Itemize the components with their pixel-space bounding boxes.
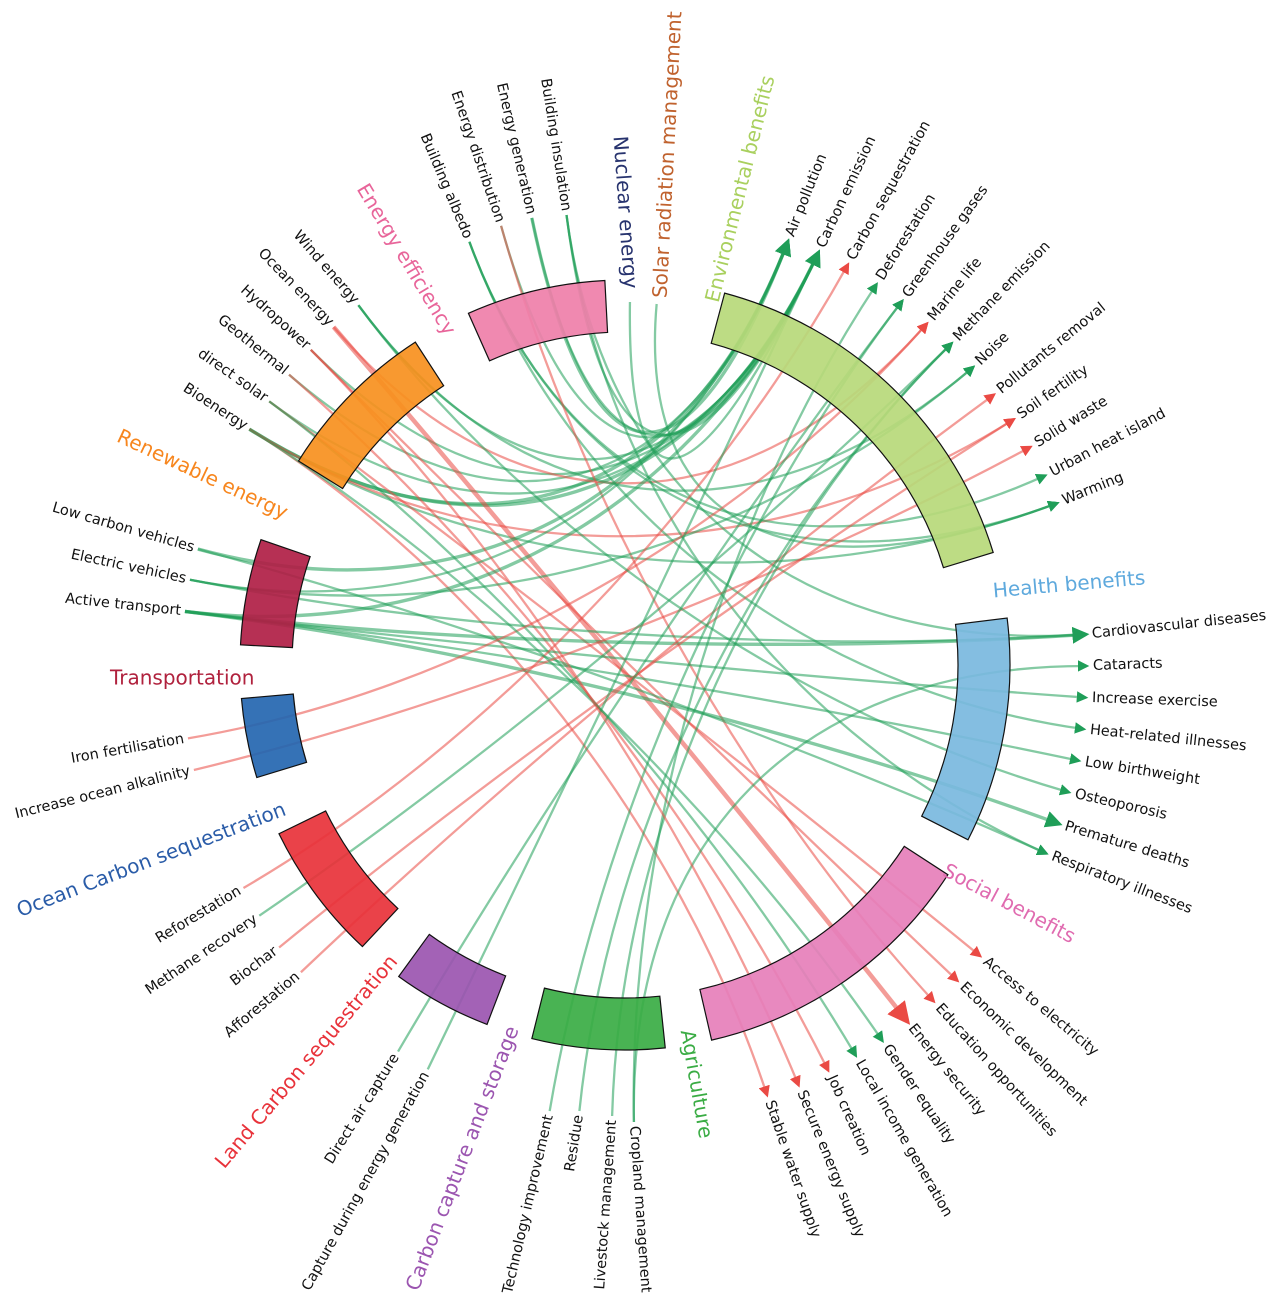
item-label-iron-fertilisation: Iron fertilisation xyxy=(70,731,186,767)
link-chord xyxy=(248,428,770,1098)
item-label-greenhouse-gases: Greenhouse gases xyxy=(900,183,992,301)
item-label-cataracts: Cataracts xyxy=(1093,656,1163,674)
item-label-building-insulation: Building insulation xyxy=(537,77,574,212)
link-chord xyxy=(310,349,960,983)
item-label-methane-emission: Methane emission xyxy=(950,238,1053,344)
item-label-cropland-management: Cropland management xyxy=(626,1125,654,1293)
item-label-noise: Noise xyxy=(972,329,1012,369)
item-label-carbon-sequestration: Carbon sequestration xyxy=(844,118,934,263)
link-chord xyxy=(548,298,904,1112)
group-label-agriculture: Agriculture xyxy=(676,1028,719,1140)
item-label-heat-related-illnesses: Heat-related illnesses xyxy=(1089,722,1247,754)
arc-carbon-capture-and-storage[interactable] xyxy=(397,933,507,1026)
group-label-carbon-capture-and-storage: Carbon capture and storage xyxy=(400,1023,523,1294)
arcs-layer xyxy=(239,279,1011,1051)
link-chord xyxy=(426,250,820,1070)
arc-social-benefits[interactable] xyxy=(699,845,949,1041)
item-label-low-birthweight: Low birthweight xyxy=(1084,754,1202,788)
group-label-environmental-benefits: Environmental benefits xyxy=(700,73,780,305)
group-label-transportation: Transportation xyxy=(109,666,254,690)
arc-environmental-benefits[interactable] xyxy=(710,292,994,569)
arc-renewable-energy[interactable] xyxy=(297,341,445,490)
link-chord xyxy=(397,298,904,1053)
link-chord xyxy=(310,349,801,1088)
arc-transportation[interactable] xyxy=(239,538,311,649)
item-label-residue: Residue xyxy=(562,1114,587,1173)
group-label-ocean-carbon-sequestration: Ocean Carbon sequestration xyxy=(13,797,289,922)
link-chord xyxy=(331,325,911,1025)
item-label-cardiovascular-diseases: Cardiovascular diseases xyxy=(1091,608,1267,642)
link-chord xyxy=(189,239,790,593)
links-layer xyxy=(184,214,1090,1123)
item-label-livestock-management: Livestock management xyxy=(592,1119,620,1290)
item-label-active-transport: Active transport xyxy=(64,591,182,619)
item-label-technology-improvement: Technology improvement xyxy=(500,1113,557,1296)
item-label-access-to-electricity: Access to electricity xyxy=(980,954,1102,1060)
item-label-methane-recovery: Methane recovery xyxy=(143,911,261,998)
link-chord xyxy=(258,341,954,917)
item-label-electric-vehicles: Electric vehicles xyxy=(69,547,187,587)
group-label-nuclear-energy: Nuclear energy xyxy=(609,135,644,289)
group-label-health-benefits: Health benefits xyxy=(992,565,1146,602)
arc-agriculture[interactable] xyxy=(531,987,666,1051)
arc-ocean-carbon-sequestration[interactable] xyxy=(240,693,308,779)
item-label-warming: Warming xyxy=(1060,469,1126,508)
arc-land-carbon-sequestration[interactable] xyxy=(278,810,399,948)
arc-energy-efficiency[interactable] xyxy=(467,279,609,362)
group-label-social-benefits: Social benefits xyxy=(939,858,1080,948)
item-label-biochar: Biochar xyxy=(227,944,280,990)
item-label-osteoporosis: Osteoporosis xyxy=(1073,786,1168,823)
item-label-increase-exercise: Increase exercise xyxy=(1092,690,1218,710)
group-label-solar-radiation-management: Solar radiation management xyxy=(648,11,687,299)
item-label-increase-ocean-alkalinity: Increase ocean alkalinity xyxy=(14,763,193,822)
arc-health-benefits[interactable] xyxy=(920,617,1011,841)
